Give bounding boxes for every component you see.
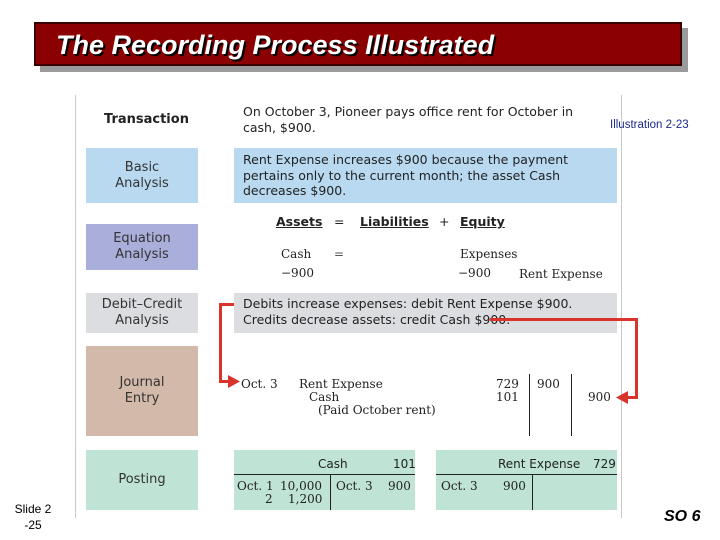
rent-ledger-number: 729 xyxy=(593,457,616,471)
posting-label: Posting xyxy=(86,450,198,510)
equals-sign-2: = xyxy=(334,247,345,261)
arrow-left-horizontal-bottom xyxy=(219,380,231,383)
equals-sign: = xyxy=(334,214,345,229)
arrow-right-head-icon xyxy=(616,391,628,404)
arrow-left-horizontal-top xyxy=(219,303,234,306)
cash-ledger-title: Cash xyxy=(318,457,348,471)
journal-account-debit: Rent Expense xyxy=(299,377,383,391)
journal-ref-2: 101 xyxy=(496,390,519,404)
slide-number: Slide 2 -25 xyxy=(14,502,52,532)
cash-debit-amount-1: 10,000 xyxy=(280,479,322,493)
equation-analysis-label: Equation Analysis xyxy=(86,224,198,270)
transaction-label: Transaction xyxy=(104,112,189,127)
arrow-right-horizontal-bottom xyxy=(626,396,638,399)
arrow-right-vertical xyxy=(635,318,638,399)
journal-entry-label: Journal Entry xyxy=(86,346,198,436)
cash-credit-amount: 900 xyxy=(388,479,411,493)
journal-column-rule-2 xyxy=(571,374,572,436)
rent-expense-ledger: Rent Expense 729 Oct. 3 900 xyxy=(436,450,617,510)
assets-heading: Assets xyxy=(276,214,323,229)
cash-ledger-number: 101 xyxy=(393,457,416,471)
basic-analysis-label: Basic Analysis xyxy=(86,148,198,203)
journal-credit-amount: 900 xyxy=(588,390,611,404)
cash-credit-date: Oct. 3 xyxy=(336,479,373,493)
liabilities-heading: Liabilities xyxy=(360,214,429,229)
rent-ledger-divider xyxy=(532,474,533,510)
cash-decrease: −900 xyxy=(281,266,314,280)
rent-debit-date: Oct. 3 xyxy=(441,479,478,493)
title-bar: The Recording Process Illustrated xyxy=(34,22,682,66)
rent-expense-note: Rent Expense xyxy=(519,267,603,281)
cash-debit-date-2: 2 xyxy=(265,492,273,506)
cash-debit-date-1: Oct. 1 xyxy=(237,479,274,493)
basic-analysis-text: Rent Expense increases $900 because the … xyxy=(234,148,617,203)
arrow-left-head-icon xyxy=(228,375,240,388)
expense-increase: −900 xyxy=(458,266,491,280)
transaction-text: On October 3, Pioneer pays office rent f… xyxy=(243,104,574,135)
cash-debit-amount-2: 1,200 xyxy=(288,492,323,506)
debit-credit-label: Debit–Credit Analysis xyxy=(86,293,198,333)
journal-debit-amount: 900 xyxy=(537,377,560,391)
equation-block: Assets = Liabilities + Equity Cash = Exp… xyxy=(234,210,617,288)
arrow-right-horizontal-top xyxy=(490,318,638,321)
equity-heading: Equity xyxy=(460,214,505,229)
rent-ledger-title: Rent Expense xyxy=(498,457,581,471)
arrow-left-vertical xyxy=(219,303,222,383)
study-objective: SO 6 xyxy=(664,508,701,525)
journal-column-rule-1 xyxy=(529,374,530,436)
rent-ledger-rule xyxy=(436,474,617,475)
journal-explanation: (Paid October rent) xyxy=(318,403,436,417)
illustration-caption: Illustration 2-23 xyxy=(610,119,689,131)
journal-ref-1: 729 xyxy=(496,377,519,391)
journal-date: Oct. 3 xyxy=(241,377,278,391)
cash-ledger: Cash 101 Oct. 1 10,000 2 1,200 Oct. 3 90… xyxy=(234,450,416,510)
journal-account-credit: Cash xyxy=(309,390,340,404)
expenses-account: Expenses xyxy=(460,247,518,261)
page-title: The Recording Process Illustrated xyxy=(56,30,495,60)
cash-ledger-rule xyxy=(234,474,415,475)
plus-sign: + xyxy=(439,214,450,229)
cash-account: Cash xyxy=(281,247,312,261)
rent-debit-amount: 900 xyxy=(503,479,526,493)
debit-credit-text: Debits increase expenses: debit Rent Exp… xyxy=(234,293,617,333)
cash-ledger-divider xyxy=(330,474,331,510)
